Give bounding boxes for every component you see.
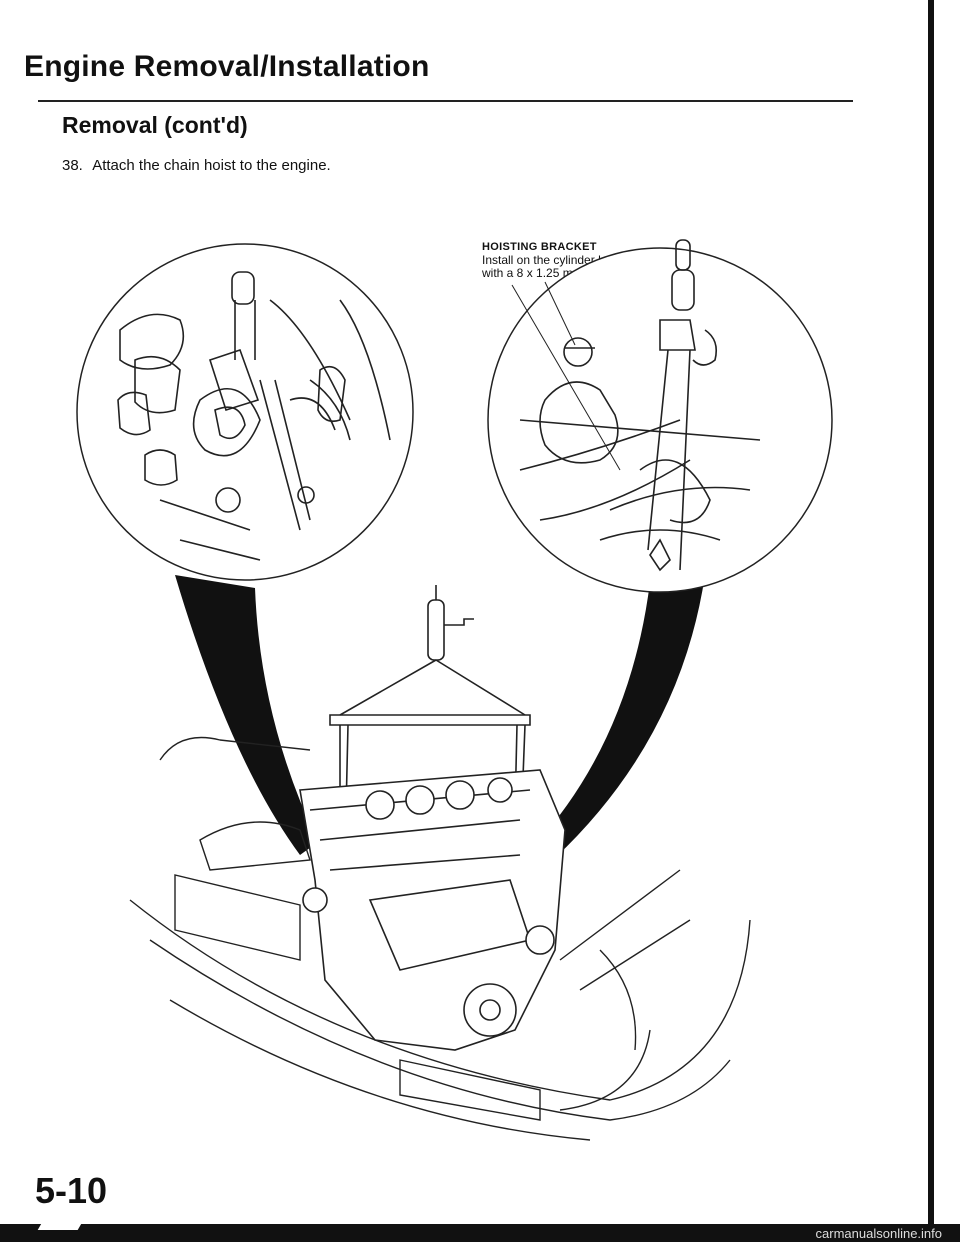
section-heading: Removal (cont'd) (62, 112, 248, 138)
left-wedge (175, 575, 318, 855)
step-text: Attach the chain hoist to the engine. (92, 157, 331, 174)
binding-edge (928, 0, 934, 1224)
right-wedge (535, 575, 705, 858)
right-detail-circle (487, 239, 833, 593)
page-title: Engine Removal/Installation (24, 50, 430, 83)
car-body (129, 736, 751, 1141)
footer-tab (37, 1222, 83, 1230)
page-number: 5-10 (35, 1170, 108, 1211)
callout-heading: HOISTING BRACKET (482, 241, 597, 253)
step-38: 38. Attach the chain hoist to the engine… (62, 157, 331, 174)
left-detail-circle (76, 243, 414, 581)
engine-block (299, 769, 566, 1051)
watermark: carmanualsonline.info (815, 1226, 942, 1241)
title-rule (38, 100, 853, 102)
step-number: 38. (62, 157, 83, 174)
footer-bar (0, 1224, 960, 1242)
